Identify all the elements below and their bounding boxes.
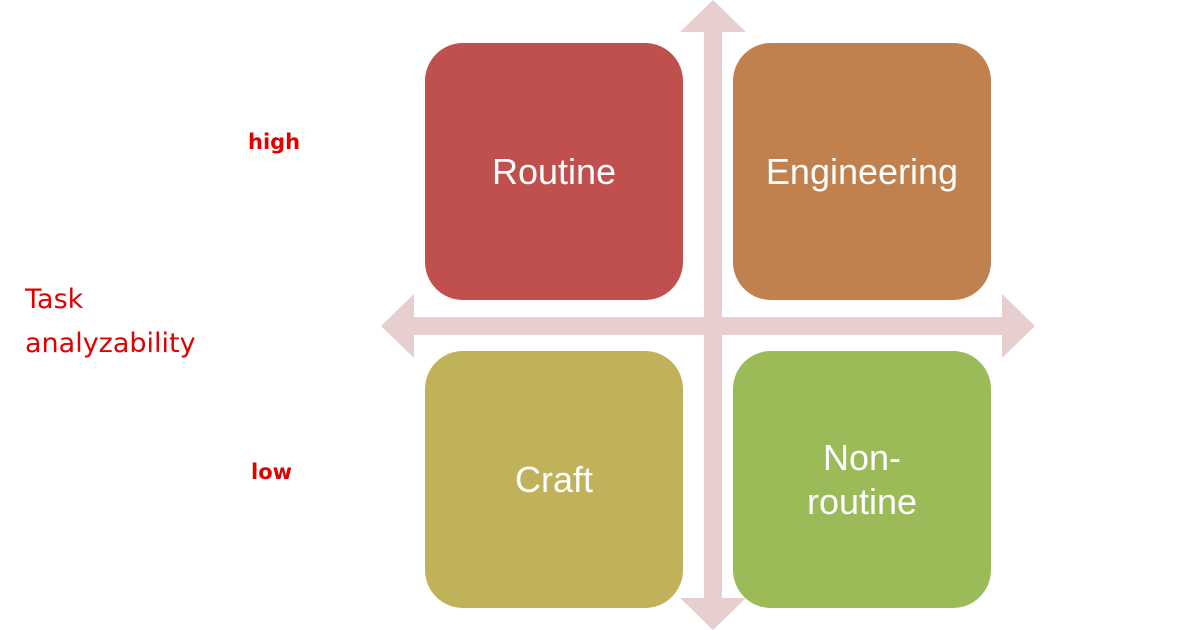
vertical-axis-arrowhead-bottom — [680, 598, 746, 630]
y-axis-title-line-2: analyzability — [25, 328, 196, 359]
horizontal-axis-arrowhead-right — [1002, 294, 1035, 358]
quadrant-non-routine-label: Non- routine — [807, 436, 917, 522]
quadrant-engineering-label: Engineering — [765, 150, 959, 192]
y-axis-title: Task analyzability — [25, 278, 196, 366]
y-axis-high-label: high — [248, 130, 301, 154]
quadrant-non-routine-label-line-2: routine — [806, 480, 918, 522]
quadrant-craft: Craft — [425, 351, 683, 608]
quadrant-routine-label: Routine — [491, 150, 617, 192]
y-axis-low-label: low — [251, 460, 293, 484]
y-axis-title-line-1: Task — [25, 284, 84, 315]
quadrant-routine: Routine — [425, 43, 683, 300]
horizontal-axis — [408, 317, 1006, 335]
quadrant-craft-label: Craft — [514, 458, 593, 500]
quadrant-engineering: Engineering — [733, 43, 991, 300]
quadrant-non-routine: Non- routine — [733, 351, 991, 608]
quadrant-non-routine-label-line-1: Non- — [822, 437, 901, 479]
vertical-axis-arrowhead-top — [680, 0, 746, 32]
horizontal-axis-arrowhead-left — [381, 294, 414, 358]
